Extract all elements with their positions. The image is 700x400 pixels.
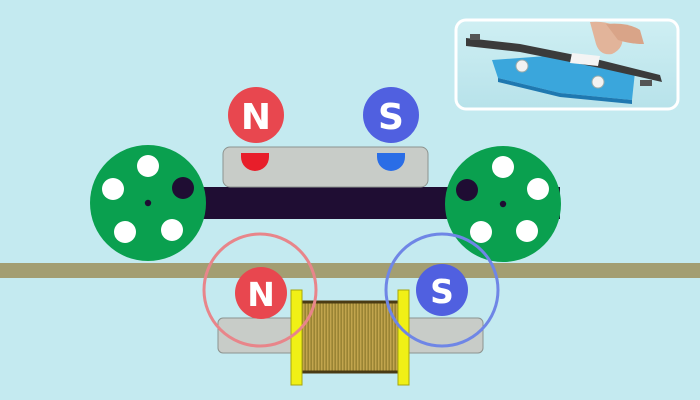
reel-hole xyxy=(161,219,183,241)
reel-hole xyxy=(492,156,514,178)
top-south-label: S xyxy=(378,97,404,138)
head-north-badge: N xyxy=(235,267,287,319)
top-magnet xyxy=(222,146,429,188)
inset-photo xyxy=(454,18,680,111)
head-south-label: S xyxy=(430,272,454,311)
south-pole-dot xyxy=(377,153,405,171)
reel-hole xyxy=(516,220,538,242)
inset-tape-strip xyxy=(466,38,662,82)
top-north-badge: N xyxy=(228,87,284,143)
coil-flange-right xyxy=(397,289,410,386)
reel-hole xyxy=(172,177,194,199)
north-pole-dot xyxy=(241,153,269,171)
right-reel xyxy=(445,146,561,262)
reel-hole xyxy=(527,178,549,200)
north-field-ring xyxy=(202,232,318,348)
reel-hub xyxy=(499,200,507,208)
reel-hub xyxy=(144,199,152,207)
reel-hole xyxy=(470,221,492,243)
magnet-bar xyxy=(222,146,429,188)
south-field-ring xyxy=(384,232,500,348)
head-coil xyxy=(290,289,410,386)
reel-hole xyxy=(102,178,124,200)
reel-hole xyxy=(456,179,478,201)
top-south-badge: S xyxy=(363,87,419,143)
reel-hole xyxy=(114,221,136,243)
head-north-label: N xyxy=(247,275,275,314)
left-reel xyxy=(90,145,206,261)
coil-winding xyxy=(298,300,402,374)
head-south-badge: S xyxy=(416,264,468,316)
top-north-label: N xyxy=(241,97,271,138)
reel-hole xyxy=(137,155,159,177)
coil-flange-left xyxy=(290,289,303,386)
track-rail xyxy=(0,263,700,278)
